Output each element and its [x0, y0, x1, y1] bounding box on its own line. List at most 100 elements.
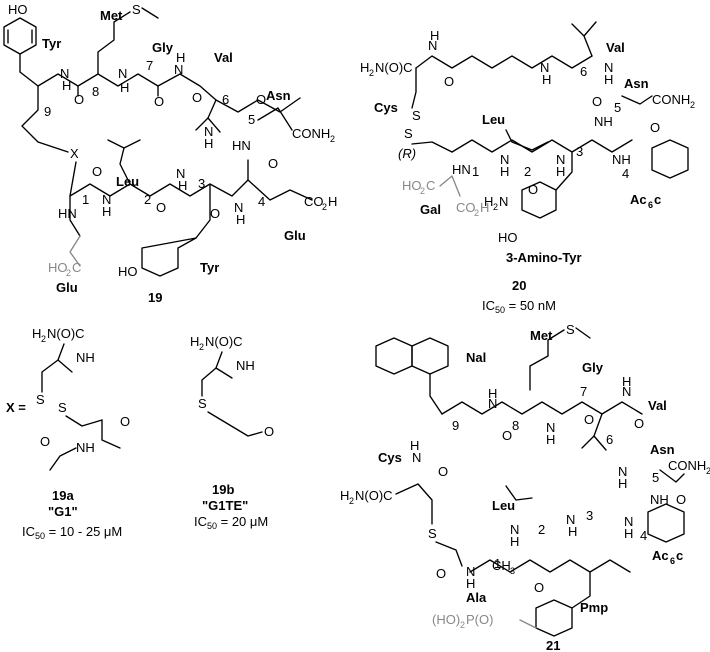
svg-text:8: 8 — [92, 84, 99, 99]
svg-text:2: 2 — [144, 192, 151, 207]
svg-text:O: O — [92, 164, 102, 179]
svg-text:2: 2 — [199, 342, 204, 352]
svg-text:N: N — [488, 396, 497, 411]
svg-text:6: 6 — [670, 556, 675, 566]
svg-text:Tyr: Tyr — [42, 36, 61, 51]
svg-text:4: 4 — [622, 166, 629, 181]
svg-text:Leu: Leu — [492, 498, 515, 513]
svg-text:5: 5 — [614, 100, 621, 115]
svg-text:N: N — [604, 60, 613, 75]
svg-text:N: N — [540, 60, 549, 75]
svg-text:Leu: Leu — [116, 174, 139, 189]
svg-text:N(O)C: N(O)C — [355, 488, 393, 503]
svg-text:IC50 = 20 μM: IC50 = 20 μM — [194, 514, 268, 531]
svg-text:S: S — [412, 108, 421, 123]
svg-text:H: H — [624, 526, 633, 541]
svg-text:HN: HN — [232, 138, 251, 153]
structure-19: HO 9 N H O 8 S Met N H 7 O Gly N H O Val… — [3, 2, 337, 305]
svg-text:N: N — [624, 514, 633, 529]
svg-text:N: N — [204, 124, 213, 139]
svg-text:NH: NH — [76, 350, 95, 365]
svg-text:O: O — [154, 94, 164, 109]
svg-text:O: O — [444, 74, 454, 89]
svg-text:NH: NH — [76, 440, 95, 455]
svg-text:HO: HO — [8, 2, 28, 17]
svg-text:O: O — [584, 412, 594, 427]
svg-text:N: N — [566, 512, 575, 527]
svg-text:2: 2 — [493, 202, 498, 212]
svg-text:Cys: Cys — [374, 100, 398, 115]
svg-text:N: N — [510, 522, 519, 537]
svg-text:N: N — [556, 152, 565, 167]
svg-text:IC50 = 10 - 25 μM: IC50 = 10 - 25 μM — [22, 524, 122, 541]
svg-text:H: H — [510, 534, 519, 549]
svg-text:2: 2 — [474, 208, 479, 218]
svg-text:H: H — [204, 136, 213, 151]
svg-text:N(O)C: N(O)C — [205, 334, 243, 349]
svg-text:X =: X = — [6, 400, 26, 415]
svg-text:O: O — [256, 92, 266, 107]
svg-text:N: N — [546, 420, 555, 435]
svg-text:9: 9 — [44, 104, 51, 119]
svg-text:6: 6 — [580, 64, 587, 79]
svg-text:3: 3 — [576, 144, 583, 159]
svg-text:2: 2 — [420, 186, 425, 196]
svg-text:N: N — [234, 200, 243, 215]
svg-text:Tyr: Tyr — [200, 260, 219, 275]
svg-text:N: N — [412, 450, 421, 465]
svg-text:1: 1 — [82, 192, 89, 207]
svg-text:S: S — [404, 126, 413, 141]
svg-text:H: H — [190, 334, 199, 349]
svg-text:NH: NH — [236, 358, 255, 373]
svg-text:O: O — [192, 90, 202, 105]
svg-text:O: O — [676, 492, 686, 507]
svg-text:CH: CH — [492, 558, 511, 573]
svg-text:H: H — [102, 204, 111, 219]
svg-text:"G1TE": "G1TE" — [202, 498, 248, 513]
svg-text:C: C — [426, 178, 435, 193]
svg-text:H: H — [604, 72, 613, 87]
svg-text:H: H — [500, 164, 509, 179]
svg-text:N: N — [618, 464, 627, 479]
svg-text:O: O — [74, 92, 84, 107]
svg-text:Gly: Gly — [582, 360, 604, 375]
svg-text:NH: NH — [612, 152, 631, 167]
svg-text:Ac: Ac — [652, 548, 669, 563]
svg-text:N: N — [499, 194, 508, 209]
svg-text:Met: Met — [530, 328, 553, 343]
svg-text:HO: HO — [48, 260, 68, 275]
structure-20: H 2 N(O)C N H O N H Val 6 N H O Asn 5 CO… — [360, 21, 695, 315]
svg-text:20: 20 — [512, 278, 526, 293]
svg-text:N: N — [500, 152, 509, 167]
svg-text:IC50 = 50 nM: IC50 = 50 nM — [482, 298, 556, 315]
svg-text:HN: HN — [58, 206, 77, 221]
structure-19a: X = H 2 N(O)C NH S S O NH O 19a "G1" IC5… — [6, 326, 130, 541]
svg-text:HO: HO — [118, 264, 138, 279]
svg-text:N: N — [176, 166, 185, 181]
svg-text:2: 2 — [369, 68, 374, 78]
svg-text:19: 19 — [148, 290, 162, 305]
svg-text:8: 8 — [512, 418, 519, 433]
svg-text:2: 2 — [538, 522, 545, 537]
svg-text:C: C — [72, 260, 81, 275]
svg-text:P(O): P(O) — [466, 612, 493, 627]
svg-text:O: O — [436, 566, 446, 581]
svg-text:NH: NH — [650, 492, 669, 507]
svg-text:N: N — [174, 62, 183, 77]
svg-text:O: O — [210, 206, 220, 221]
svg-text:9: 9 — [452, 418, 459, 433]
svg-text:6: 6 — [606, 432, 613, 447]
svg-text:H: H — [568, 524, 577, 539]
svg-text:N: N — [428, 38, 437, 53]
svg-text:1: 1 — [472, 164, 479, 179]
svg-text:4: 4 — [258, 194, 265, 209]
svg-text:N(O)C: N(O)C — [375, 60, 413, 75]
svg-text:O: O — [650, 120, 660, 135]
svg-text:HO: HO — [498, 230, 518, 245]
structure-19b: H 2 N(O)C NH S O 19b "G1TE" IC50 = 20 μM — [190, 334, 274, 531]
svg-text:S: S — [198, 396, 207, 411]
svg-text:S: S — [428, 526, 437, 541]
svg-text:H: H — [618, 476, 627, 491]
svg-text:X: X — [70, 146, 79, 161]
svg-text:O: O — [534, 580, 544, 595]
